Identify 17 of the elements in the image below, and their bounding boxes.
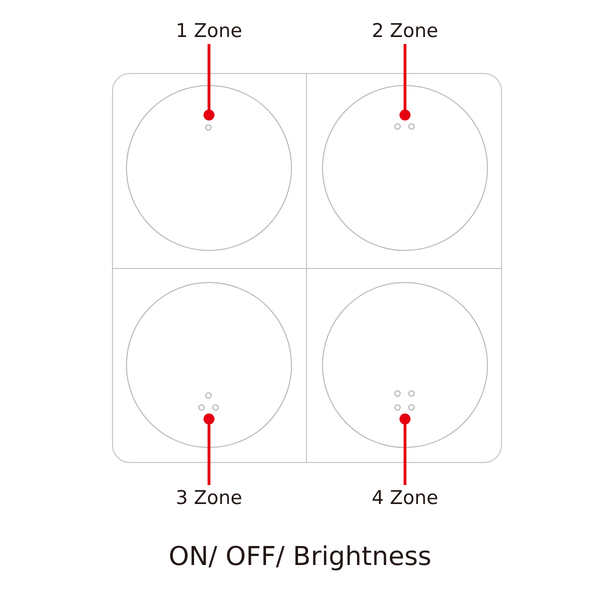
switch-panel bbox=[306, 73, 502, 269]
touch-button bbox=[126, 282, 292, 448]
zone-label: 3 Zone bbox=[176, 488, 242, 508]
switch-panel bbox=[112, 268, 307, 463]
zone-label: 4 Zone bbox=[372, 488, 438, 508]
touch-button bbox=[322, 84, 488, 250]
zone-label: 2 Zone bbox=[372, 20, 438, 42]
zone-label: 1 Zone bbox=[176, 20, 242, 42]
leader-line bbox=[204, 414, 214, 485]
touch-button bbox=[322, 282, 488, 448]
switch-panel bbox=[306, 268, 502, 463]
caption: ON/ OFF/ Brightness bbox=[168, 542, 432, 572]
leader-line bbox=[204, 44, 214, 120]
leader-line bbox=[400, 414, 410, 485]
switch-panel bbox=[112, 73, 307, 269]
touch-button bbox=[126, 84, 292, 250]
leader-line bbox=[400, 44, 410, 120]
